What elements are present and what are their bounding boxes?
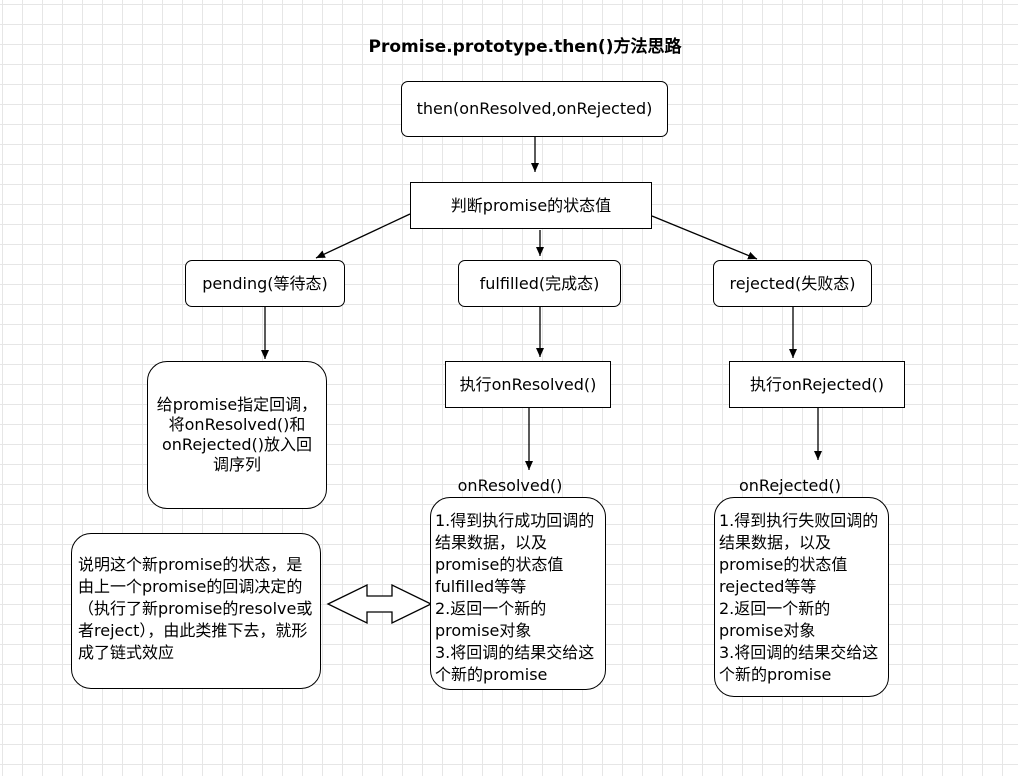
resolved-callback-label: onResolved() [457, 476, 563, 495]
judge-state-node: 判断promise的状态值 [410, 182, 652, 229]
pending-action-node: 给promise指定回调，将onResolved()和onRejected()放… [147, 361, 327, 509]
fulfilled-node: fulfilled(完成态) [458, 260, 621, 307]
arrow-judge-to-pending [315, 213, 411, 259]
exec-resolved-node: 执行onResolved() [445, 361, 611, 408]
double-arrow-shape [326, 583, 433, 625]
rejected-node: rejected(失败态) [713, 260, 872, 307]
resolved-detail-node: 1.得到执行成功回调的结果数据，以及promise的状态值fulfilled等等… [430, 497, 606, 690]
rejected-detail-node: 1.得到执行失败回调的结果数据，以及promise的状态值rejected等等 … [714, 497, 889, 697]
pending-node: pending(等待态) [185, 260, 345, 307]
rejected-callback-label: onRejected() [738, 476, 841, 495]
chain-explanation-node: 说明这个新promise的状态，是由上一个promise的回调决定的（执行了新p… [71, 533, 321, 689]
exec-rejected-node: 执行onRejected() [729, 361, 905, 408]
then-node: then(onResolved,onRejected) [401, 81, 668, 137]
diagram-title: Promise.prototype.then()方法思路 [368, 37, 682, 57]
arrow-judge-to-rejected [651, 215, 758, 260]
